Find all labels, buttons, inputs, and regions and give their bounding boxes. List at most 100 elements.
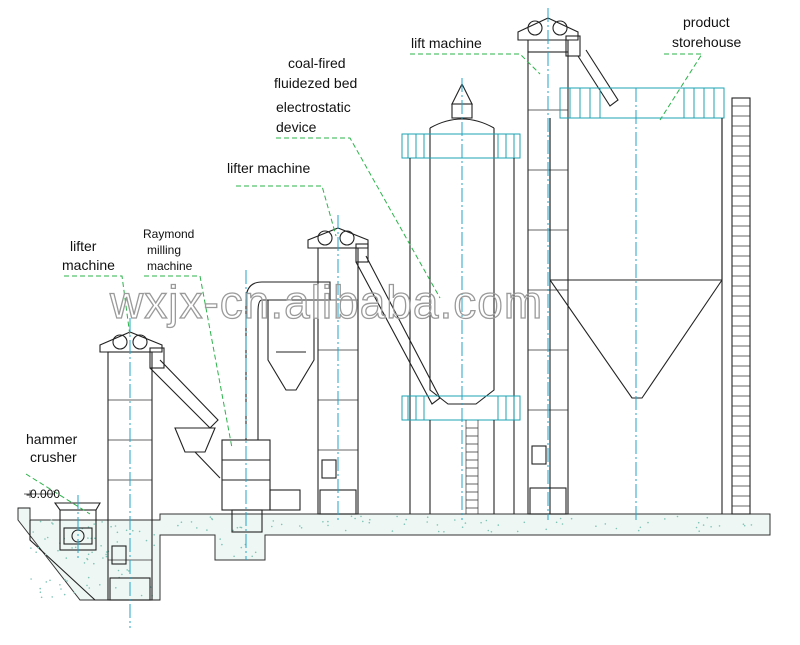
ground-speck — [32, 531, 34, 533]
central-silo — [401, 82, 521, 514]
ground-speck — [405, 518, 408, 521]
ground-speck — [93, 562, 95, 565]
ground-speck — [83, 562, 86, 564]
ground-speck — [99, 584, 101, 586]
ground-speck — [35, 551, 37, 553]
label-lifter-machine-left-line1: lifter — [70, 238, 97, 254]
ground-speck — [37, 546, 40, 549]
ground-speck — [71, 547, 73, 549]
middle-lifter-machine — [307, 227, 441, 515]
ground-speck — [344, 529, 347, 532]
ground-speck — [94, 537, 96, 540]
ground-speck — [464, 522, 467, 524]
label-hammer-crusher-line1: hammer — [26, 431, 78, 447]
ground-speck — [105, 555, 108, 558]
ground-speck — [559, 517, 562, 520]
ground-speck — [39, 520, 42, 523]
ground-speck — [74, 546, 77, 549]
ground-speck — [116, 541, 119, 543]
ground-speck — [140, 594, 143, 597]
ground-speck — [480, 521, 482, 524]
ground-speck — [30, 578, 32, 580]
ground-speck — [239, 526, 241, 529]
ground-speck — [280, 523, 283, 526]
ground-speck — [63, 593, 66, 596]
ground-speck — [73, 591, 75, 594]
ground-speck — [209, 516, 212, 518]
ground-speck — [87, 537, 89, 539]
ground-speck — [115, 587, 117, 589]
ground-speck — [497, 524, 500, 526]
label-lifter-machine-left-line2: machine — [62, 257, 115, 273]
ground-speck — [695, 526, 698, 529]
ground-texture — [30, 515, 753, 599]
ground-speck — [299, 525, 301, 527]
ground-speck — [300, 527, 303, 529]
ground-speck — [105, 551, 108, 553]
ground-speck — [87, 526, 90, 528]
label-hammer-crusher-line2: crusher — [30, 449, 77, 465]
label-electrostatic-line2: device — [276, 119, 317, 135]
ground-speck — [127, 570, 130, 572]
ground-speck — [87, 576, 90, 579]
tall-lift-machine — [517, 17, 619, 515]
ground-speck — [443, 531, 445, 533]
ground-speck — [426, 516, 429, 518]
ground-speck — [639, 526, 642, 529]
ground-speck — [516, 530, 519, 533]
ground-speck — [180, 521, 183, 523]
diagram-labels: -0.000 product storehouse lift machine c… — [26, 14, 741, 501]
ground-speck — [121, 573, 123, 576]
ground-speck — [327, 520, 329, 523]
ground-speck — [138, 530, 141, 533]
ground-speck — [251, 555, 253, 558]
ground-speck — [51, 522, 53, 524]
ground-speck — [702, 524, 705, 526]
ground-speck — [125, 529, 128, 532]
ground-speck — [391, 530, 394, 532]
ground-speck — [40, 596, 43, 599]
ground-speck — [66, 580, 68, 582]
ground-speck — [254, 551, 257, 554]
ground-speck — [436, 524, 439, 526]
label-raymond-line1: Raymond — [143, 227, 194, 241]
ground-speck — [57, 549, 59, 552]
ground-speck — [30, 547, 32, 549]
ground-speck — [403, 523, 406, 525]
ground-speck — [190, 521, 193, 523]
ground-speck — [664, 518, 666, 520]
ground-speck — [272, 520, 275, 522]
product-storehouse — [549, 87, 751, 515]
ground-speck — [426, 521, 429, 523]
ground-speck — [545, 528, 547, 531]
ground-speck — [64, 579, 66, 581]
ground-speck — [39, 587, 41, 590]
ground-speck — [647, 521, 649, 524]
ground-speck — [240, 546, 243, 549]
label-product-storehouse-line2: storehouse — [672, 34, 741, 50]
ground-speck — [49, 579, 51, 582]
ground-speck — [718, 525, 721, 527]
ground-speck — [145, 539, 148, 542]
ground-speck — [485, 519, 488, 522]
ground-speck — [100, 545, 102, 547]
ground-speck — [742, 523, 745, 525]
ground-speck — [153, 544, 155, 547]
ground-speck — [561, 523, 564, 525]
label-product-storehouse-line1: product — [683, 14, 730, 30]
ground-speck — [59, 584, 61, 586]
ground-speck — [354, 517, 356, 520]
label-coal-fired-line2: fluidezed bed — [274, 75, 357, 91]
ground-speck — [87, 553, 90, 556]
ground-speck — [114, 525, 117, 527]
ground-speck — [126, 569, 128, 571]
ground-speck — [45, 581, 48, 583]
ground-speck — [322, 521, 324, 523]
ground-speck — [240, 526, 243, 529]
ground-speck — [219, 538, 221, 540]
ground-speck — [437, 530, 440, 533]
ground-speck — [350, 515, 353, 518]
leader-lines — [25, 53, 703, 515]
ground-speck — [637, 529, 640, 532]
ground-speck — [570, 517, 573, 520]
